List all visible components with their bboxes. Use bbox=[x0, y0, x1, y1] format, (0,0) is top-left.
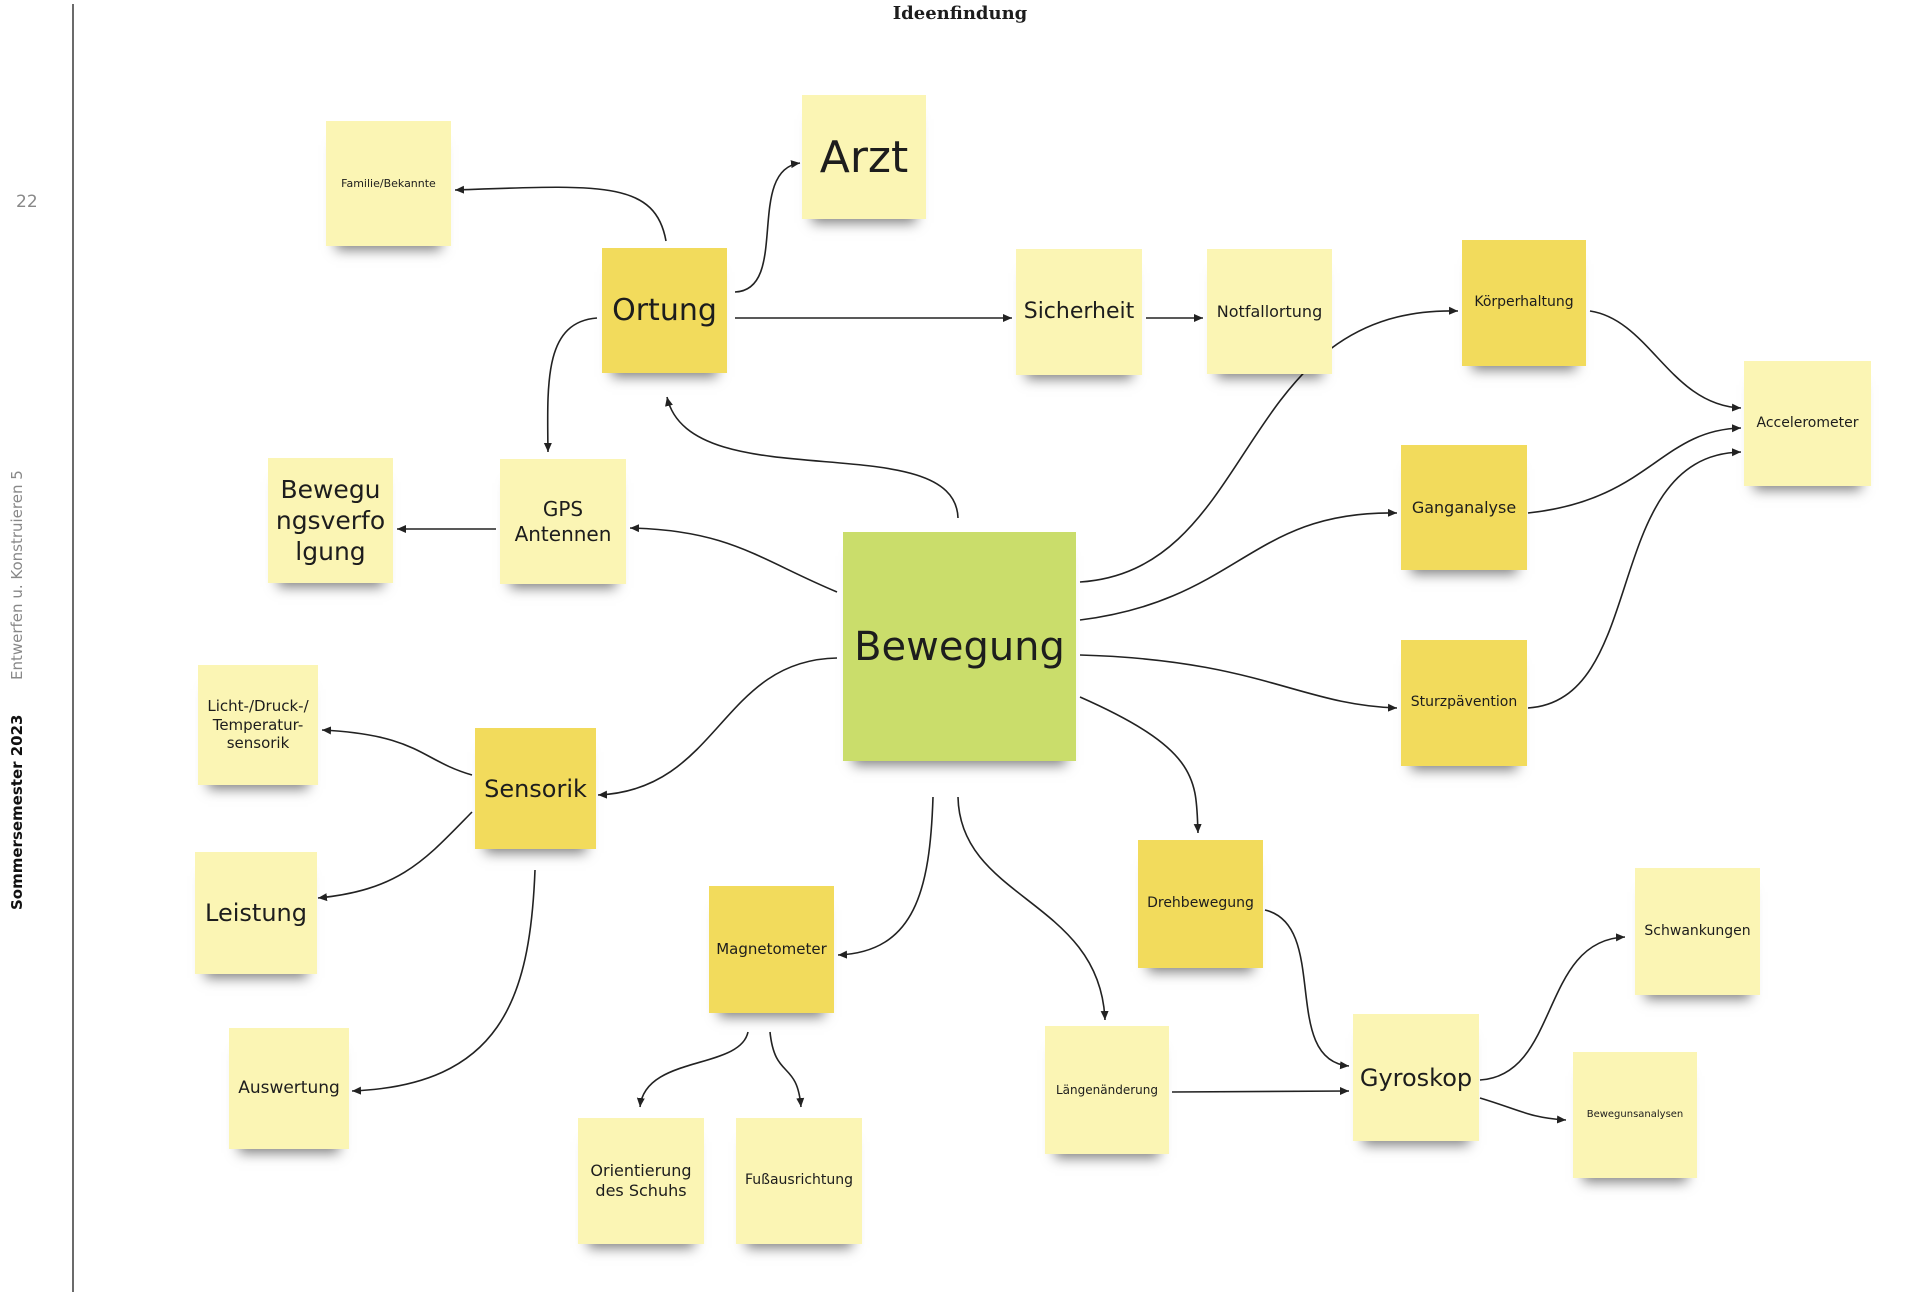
arrow-bewegung-gps bbox=[629, 524, 838, 593]
arrow-bewegung-laengenaenderung bbox=[957, 796, 1109, 1021]
sticky-note-orientierung-des-schuhs: Orientierung des Schuhs bbox=[578, 1118, 704, 1244]
arrow-bewegung-ganganalyse bbox=[1079, 508, 1398, 621]
arrow-drehbewegung-gyroskop bbox=[1264, 909, 1350, 1070]
arrow-magnetometer-orientierung bbox=[636, 1031, 749, 1108]
arrow-sensorik-leistung bbox=[317, 811, 473, 902]
sticky-note-ortung: Ortung bbox=[602, 248, 727, 373]
arrow-ortung-gps bbox=[543, 317, 598, 453]
sticky-note-gps-antennen: GPS Antennen bbox=[500, 459, 626, 584]
sticky-note-ganganalyse: Ganganalyse bbox=[1401, 445, 1527, 570]
sticky-note-schwankungen: Schwankungen bbox=[1635, 868, 1760, 995]
arrow-bewegung-sensorik bbox=[597, 657, 838, 799]
arrow-sensorik-sensoren bbox=[321, 726, 473, 776]
sticky-note-accelerometer: Accelerometer bbox=[1744, 361, 1871, 486]
margin-rule bbox=[72, 4, 74, 1292]
arrow-bewegung-magnetometer bbox=[837, 796, 934, 959]
arrow-gyroskop-schwankungen bbox=[1479, 933, 1626, 1081]
sticky-note-gyroskop: Gyroskop bbox=[1353, 1014, 1479, 1141]
sticky-note-auswertung: Auswertung bbox=[229, 1028, 349, 1149]
page-title: Ideenfindung bbox=[892, 3, 1028, 24]
arrow-ortung-familie bbox=[454, 185, 667, 242]
arrow-bewegung-sturzpraevention bbox=[1079, 654, 1398, 712]
sticky-note-koerperhaltung: Körperhaltung bbox=[1462, 240, 1586, 366]
sticky-note-laengenaenderung: Längenänderung bbox=[1045, 1026, 1169, 1154]
arrow-ganganalyse-accelerometer bbox=[1527, 424, 1742, 514]
arrow-magnetometer-fussausrichtung bbox=[769, 1031, 805, 1108]
sticky-note-familie-bekannte: Familie/Bekannte bbox=[326, 121, 451, 246]
arrow-sensorik-auswertung bbox=[351, 869, 536, 1095]
sticky-note-bewegungsverfolgung: Bewegu ngsverfo lgung bbox=[268, 458, 393, 583]
sticky-note-bewegunsanalysen: Bewegunsanalysen bbox=[1573, 1052, 1697, 1178]
sticky-note-bewegung: Bewegung bbox=[843, 532, 1076, 761]
sticky-note-magnetometer: Magnetometer bbox=[709, 886, 834, 1013]
sticky-note-arzt: Arzt bbox=[802, 95, 926, 219]
arrow-laengenaenderung-gyroskop bbox=[1171, 1087, 1350, 1096]
sticky-note-sicherheit: Sicherheit bbox=[1016, 249, 1142, 375]
arrow-sturzpraevention-accelerometer bbox=[1527, 448, 1742, 709]
arrow-koerperhaltung-accelerometer bbox=[1589, 310, 1742, 412]
arrow-bewegung-ortung bbox=[665, 396, 959, 519]
page-number: 22 bbox=[16, 192, 38, 212]
sticky-note-sturzpraevention: Sturzpävention bbox=[1401, 640, 1527, 766]
sticky-note-sensorik: Sensorik bbox=[475, 728, 596, 849]
arrow-bewegung-drehbewegung bbox=[1079, 696, 1202, 834]
sticky-note-licht-druck-temperatur: Licht-/Druck-/ Temperatur- sensorik bbox=[198, 665, 318, 785]
sticky-note-drehbewegung: Drehbewegung bbox=[1138, 840, 1263, 968]
sticky-note-notfallortung: Notfallortung bbox=[1207, 249, 1332, 374]
arrow-gyroskop-bewegungsanalysen bbox=[1479, 1097, 1567, 1124]
arrow-ortung-arzt bbox=[734, 160, 801, 293]
sticky-note-leistung: Leistung bbox=[195, 852, 317, 974]
arrow-bewegung-koerperhaltung bbox=[1079, 306, 1459, 583]
sticky-note-fussausrichtung: Fußausrichtung bbox=[736, 1118, 862, 1244]
